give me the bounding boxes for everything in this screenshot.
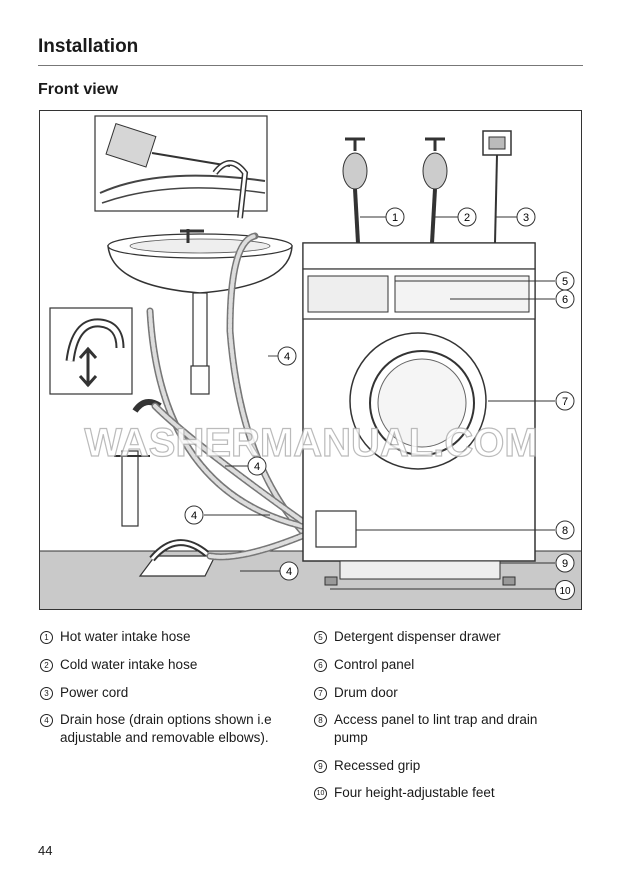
- washing-machine: [302, 242, 536, 586]
- legend-text: Detergent dispenser drawer: [334, 629, 501, 644]
- callout-6: 6: [562, 294, 568, 306]
- legend-text: Drum door: [334, 685, 398, 700]
- legend-number: 6: [314, 659, 327, 672]
- section-title: Installation: [38, 36, 139, 57]
- legend-item-1: 1 Hot water intake hose: [40, 628, 290, 646]
- legend-item-5: 5 Detergent dispenser drawer: [314, 628, 584, 646]
- legend-number: 7: [314, 687, 327, 700]
- legend-text: Drain hose (drain options shown i.e adju…: [60, 712, 272, 745]
- standpipe: [114, 399, 162, 527]
- legend-text: Power cord: [60, 685, 129, 700]
- legend-number: 10: [314, 787, 327, 800]
- callout-2: 2: [464, 212, 470, 224]
- legend-text: Control panel: [334, 657, 415, 672]
- legend-number: 3: [40, 687, 53, 700]
- detail-inset-drain-hook: [94, 115, 268, 219]
- legend-item-4: 4 Drain hose (drain options shown i.e ad…: [40, 711, 292, 747]
- callout-4a: 4: [284, 351, 290, 363]
- header-rule: [38, 65, 583, 66]
- watermark: WASHERMANUAL.COM: [84, 421, 537, 465]
- legend-number: 8: [314, 714, 327, 727]
- callout-5: 5: [562, 276, 568, 288]
- callout-4d: 4: [286, 566, 292, 578]
- sink: [107, 229, 293, 395]
- callout-9: 9: [562, 558, 568, 570]
- legend-text: Cold water intake hose: [60, 657, 198, 672]
- legend-item-8: 8 Access panel to lint trap and drain pu…: [314, 711, 564, 747]
- callouts: 1 2 3 4 4 4 4 5 6 7 8 9 10: [184, 207, 575, 600]
- legend-number: 5: [314, 631, 327, 644]
- legend-text: Access panel to lint trap and drain pump: [334, 712, 538, 745]
- power-socket: [482, 130, 512, 244]
- legend-item-3: 3 Power cord: [40, 684, 290, 702]
- legend-number: 2: [40, 659, 53, 672]
- drain-hoses: [146, 232, 306, 561]
- washer-installation-diagram: WASHERMANUAL.COM 1 2 3 4 4 4 4 5 6 7 8: [40, 115, 581, 609]
- front-view-figure: WASHERMANUAL.COM 1 2 3 4 4 4 4 5 6 7 8: [39, 110, 582, 610]
- legend-item-2: 2 Cold water intake hose: [40, 656, 290, 674]
- water-taps: [342, 137, 448, 244]
- callout-8: 8: [562, 525, 568, 537]
- legend-text: Four height-adjustable feet: [334, 785, 495, 800]
- callout-4c: 4: [191, 510, 197, 522]
- legend-item-6: 6 Control panel: [314, 656, 584, 674]
- legend-number: 4: [40, 714, 53, 727]
- legend-text: Recessed grip: [334, 758, 421, 773]
- legend-item-7: 7 Drum door: [314, 684, 584, 702]
- legend-item-10: 10 Four height-adjustable feet: [314, 784, 584, 802]
- page-number: 44: [38, 843, 53, 858]
- callout-4b: 4: [254, 461, 260, 473]
- figure-subtitle: Front view: [38, 81, 119, 98]
- leader-lines: [204, 216, 555, 590]
- legend-number: 1: [40, 631, 53, 644]
- legend-item-9: 9 Recessed grip: [314, 757, 584, 775]
- detail-inset-elbow: [49, 307, 133, 395]
- floor-drain: [138, 539, 216, 577]
- callout-3: 3: [523, 212, 529, 224]
- callout-10: 10: [559, 586, 571, 597]
- callout-1: 1: [392, 212, 398, 224]
- callout-7: 7: [562, 396, 568, 408]
- legend-number: 9: [314, 760, 327, 773]
- legend-text: Hot water intake hose: [60, 629, 191, 644]
